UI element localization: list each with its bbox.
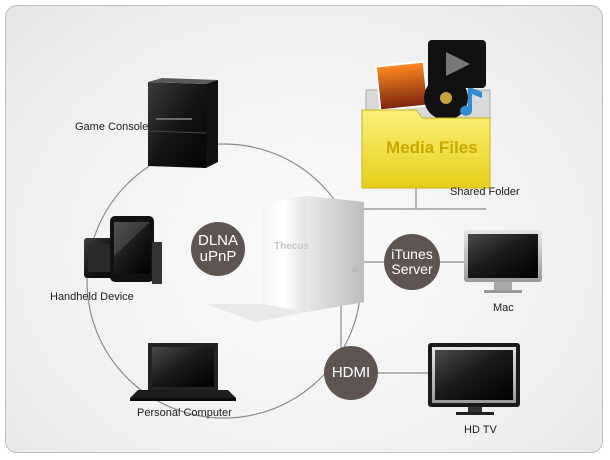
folder-title: Media Files (386, 138, 478, 157)
upnp-label: uPnP (199, 248, 237, 265)
itunes-label: iTunes (391, 246, 433, 263)
shared-folder-icon (361, 40, 491, 189)
diagram-canvas (84, 40, 542, 419)
game-console-icon (147, 78, 218, 168)
hdmi-label: HDMI (331, 364, 371, 382)
mac-icon (464, 230, 542, 293)
nas-device-icon (206, 196, 364, 322)
nas-brand-label: Thecus (274, 241, 310, 252)
game-console-label: Game Console (75, 121, 149, 133)
shared-folder-label: Shared Folder (450, 186, 520, 198)
diagram-frame: Thecus Media Files DLNA uPnP iTunes Serv… (5, 5, 603, 453)
server-label: Server (391, 261, 433, 277)
hdmi-badge: HDMI (324, 346, 378, 400)
personal-computer-label: Personal Computer (137, 407, 232, 419)
handheld-device-icon (84, 216, 162, 284)
dlna-label: DLNA (197, 232, 238, 250)
mac-label: Mac (493, 302, 514, 314)
handheld-device-label: Handheld Device (50, 291, 134, 303)
personal-computer-icon (130, 343, 236, 401)
hdtv-icon (428, 343, 520, 415)
itunes-server-badge: iTunes Server (384, 234, 440, 290)
hdtv-label: HD TV (464, 424, 497, 436)
dlna-upnp-badge: DLNA uPnP (191, 222, 245, 276)
